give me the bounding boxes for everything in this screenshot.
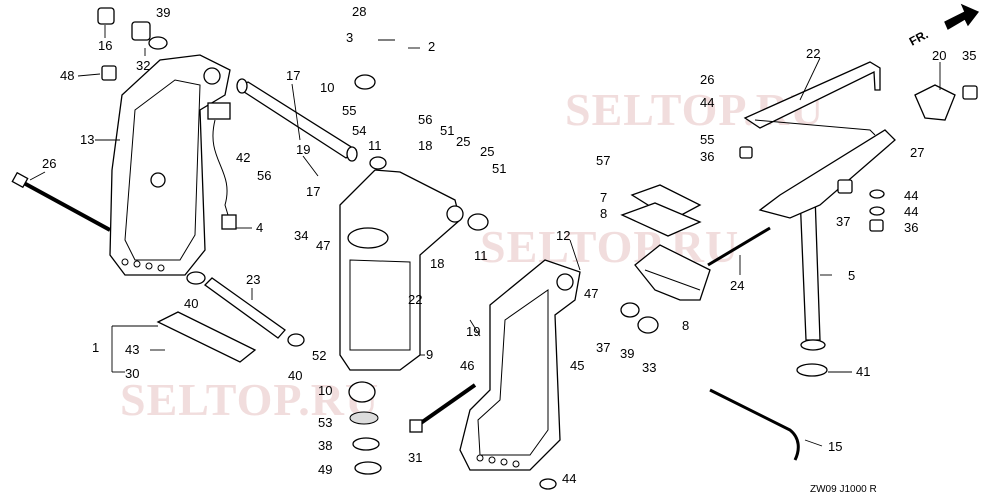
label-53: 54 <box>352 123 366 138</box>
label-14: 16 <box>98 38 112 53</box>
label-12: 12 <box>556 228 570 243</box>
label-20: 20 <box>932 48 946 63</box>
label-51a: 51 <box>440 123 454 138</box>
label-47a: 46 <box>460 358 474 373</box>
label-27: 26 <box>42 156 56 171</box>
leader-lines <box>29 25 941 447</box>
label-7: 7 <box>600 190 607 205</box>
label-1: 1 <box>92 340 99 355</box>
label-25a: 25 <box>456 134 470 149</box>
label-43: 43 <box>125 342 139 357</box>
trim-switch-harness <box>207 102 237 230</box>
label-44a: 44 <box>700 95 714 110</box>
label-36b: 36 <box>904 220 918 235</box>
steering-arm <box>743 61 881 136</box>
label-46: 45 <box>570 358 584 373</box>
label-37a: 37 <box>596 340 610 355</box>
label-19a: 19 <box>296 142 310 157</box>
tie-rod <box>707 226 771 267</box>
stern-bracket-rod <box>204 277 286 339</box>
label-31: 31 <box>408 450 422 465</box>
label-38: 38 <box>318 438 332 453</box>
label-11a: 11 <box>368 138 382 153</box>
long-bolt <box>11 171 111 232</box>
stopper-plate <box>156 311 257 363</box>
label-40a: 40 <box>184 296 198 311</box>
label-55: 56 <box>257 168 271 183</box>
label-48: 47 <box>316 238 330 253</box>
clamp-bracket-right <box>459 259 581 471</box>
label-10a: 10 <box>320 80 334 95</box>
label-23: 23 <box>246 272 260 287</box>
cover-plate <box>620 184 702 237</box>
label-4: 4 <box>256 220 263 235</box>
label-16: 17 <box>286 68 300 83</box>
label-32: 32 <box>136 58 150 73</box>
label-41: 41 <box>856 364 870 379</box>
label-36a: 36 <box>700 149 714 164</box>
label-44b: 44 <box>904 188 918 203</box>
swivel-case <box>339 169 464 371</box>
label-40b: 40 <box>288 368 302 383</box>
clamp-bracket-left <box>109 54 231 276</box>
watermark-middle: SELTOP.RU <box>480 221 739 272</box>
part-labels: 16 39 32 48 13 26 42 56 4 17 19 17 28 3 … <box>42 4 976 486</box>
label-56b: 56 <box>418 112 432 127</box>
tilt-lock-rod <box>709 388 800 461</box>
label-11b: 11 <box>474 248 488 263</box>
label-26: 26 <box>700 72 714 87</box>
label-9: 9 <box>426 347 433 362</box>
label-25b: 25 <box>480 144 494 159</box>
label-6: 8 <box>682 318 689 333</box>
label-47b: 47 <box>584 286 598 301</box>
label-17b: 18 <box>430 256 444 271</box>
label-22: 22 <box>408 292 422 307</box>
label-8: 8 <box>600 206 607 221</box>
hardware <box>97 7 978 490</box>
label-34: 34 <box>294 228 308 243</box>
label-51c: 52 <box>312 348 326 363</box>
label-56a: 55 <box>342 103 356 118</box>
label-28: 27 <box>910 145 924 160</box>
label-54: 55 <box>700 132 714 147</box>
label-2: 2 <box>428 39 435 54</box>
label-19b: 19 <box>466 324 480 339</box>
label-10b: 10 <box>318 383 332 398</box>
label-29: 28 <box>352 4 366 19</box>
label-35: 35 <box>962 48 976 63</box>
label-37b: 37 <box>836 214 850 229</box>
label-50: 48 <box>60 68 74 83</box>
label-51b: 51 <box>492 161 506 176</box>
clamp-bolt <box>409 383 477 433</box>
watermark-bottom: SELTOP.RU <box>120 374 379 425</box>
label-44c: 44 <box>904 204 918 219</box>
drawing-code: ZW09 J1000 R <box>810 484 877 495</box>
svg-text:FR.: FR. <box>907 27 931 48</box>
label-57: 57 <box>596 153 610 168</box>
label-13: 13 <box>80 132 94 147</box>
label-30: 30 <box>125 366 139 381</box>
thrust-block <box>634 244 711 301</box>
label-3: 3 <box>346 30 353 45</box>
label-39: 39 <box>156 5 170 20</box>
label-52: 53 <box>318 415 332 430</box>
label-49: 49 <box>318 462 332 477</box>
label-33: 33 <box>642 360 656 375</box>
bracket-20 <box>914 84 956 121</box>
front-direction-marker: FR. <box>907 3 980 49</box>
label-15: 15 <box>828 439 842 454</box>
label-39b: 39 <box>620 346 634 361</box>
label-18: 18 <box>418 138 432 153</box>
steering-shaft <box>758 129 896 351</box>
label-24: 24 <box>730 278 744 293</box>
label-45: 44 <box>562 471 576 486</box>
label-17a: 17 <box>306 184 320 199</box>
label-42: 42 <box>236 150 250 165</box>
label-21: 22 <box>806 46 820 61</box>
label-5: 5 <box>848 268 855 283</box>
